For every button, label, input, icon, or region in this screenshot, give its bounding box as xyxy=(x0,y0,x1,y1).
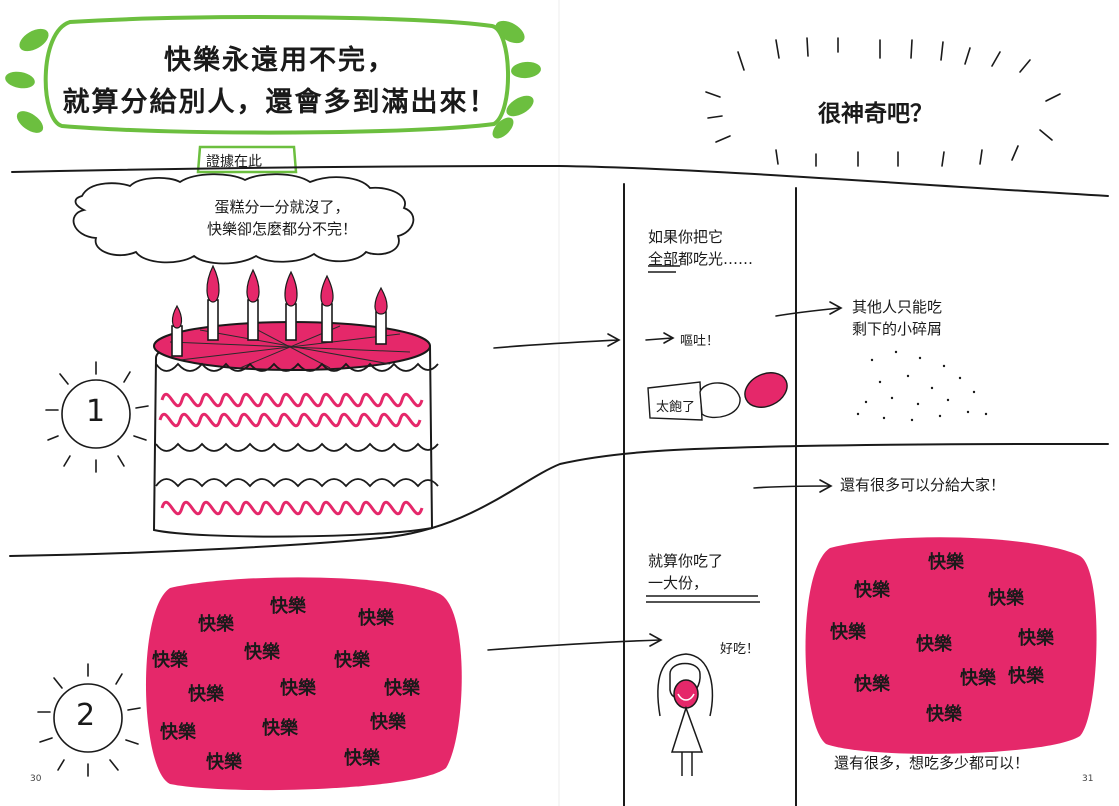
joy-word: 快樂 xyxy=(280,678,316,699)
step-number-1: 1 xyxy=(86,394,106,429)
leaf-decoration xyxy=(5,20,541,139)
joy-word: 快樂 xyxy=(334,650,370,671)
cake-bubble-line-1: 蛋糕分一分就沒了， xyxy=(214,198,350,216)
joy-word: 快樂 xyxy=(152,650,188,671)
joy-word: 快樂 xyxy=(262,718,298,739)
page-number-right: 31 xyxy=(1082,774,1094,784)
step-number-2: 2 xyxy=(76,698,96,733)
joy-word: 快樂 xyxy=(960,668,996,689)
joy-word: 快樂 xyxy=(358,608,394,629)
eat-big-line-2: 一大份， xyxy=(648,574,709,592)
joy-word: 快樂 xyxy=(198,614,234,635)
evidence-tag-box xyxy=(196,145,298,174)
yummy-text: 好吃！ xyxy=(720,642,760,657)
joy-word: 快樂 xyxy=(188,684,224,705)
page-number-left: 30 xyxy=(30,774,42,784)
joy-blob-left xyxy=(145,577,462,791)
joy-word: 快樂 xyxy=(926,704,962,725)
panel-borders xyxy=(9,164,1109,806)
arrows xyxy=(487,301,843,651)
sun-2 xyxy=(37,663,141,777)
amazing-text: 很神奇吧？ xyxy=(818,101,933,127)
crumbs xyxy=(856,350,988,422)
joy-word: 快樂 xyxy=(854,580,890,601)
eat-all-line-2: 全部都吃光…… xyxy=(648,250,754,268)
crumbs-line-1: 其他人只能吃 xyxy=(852,298,943,316)
happy-girl xyxy=(657,653,714,776)
joy-word: 快樂 xyxy=(270,596,306,617)
joy-word: 快樂 xyxy=(384,678,420,699)
too-full-text: 太飽了 xyxy=(656,400,696,415)
joy-word: 快樂 xyxy=(244,642,280,663)
joy-word: 快樂 xyxy=(988,588,1024,609)
underlines xyxy=(646,265,760,603)
joy-word: 快樂 xyxy=(1018,628,1054,649)
joy-word: 快樂 xyxy=(370,712,406,733)
eat-all-line-1: 如果你把它 xyxy=(648,228,724,246)
full-person xyxy=(647,372,788,421)
joy-word: 快樂 xyxy=(160,722,196,743)
joy-word: 快樂 xyxy=(854,674,890,695)
cake-bubble-line-2: 快樂卻怎麼都分不完！ xyxy=(206,220,357,238)
plenty-share-text: 還有很多可以分給大家！ xyxy=(840,476,1006,494)
sun-1 xyxy=(45,361,149,473)
burst-lines xyxy=(705,37,1061,167)
joy-word: 快樂 xyxy=(344,748,380,769)
cake-speech-bubble xyxy=(72,173,415,265)
joy-word: 快樂 xyxy=(830,622,866,643)
cake-drawing xyxy=(152,264,439,538)
vomit-text: 嘔吐！ xyxy=(680,334,720,349)
joy-word: 快樂 xyxy=(928,552,964,573)
title-banner xyxy=(43,15,510,135)
joy-blob-right xyxy=(805,537,1097,754)
eat-big-line-1: 就算你吃了 xyxy=(648,552,724,570)
title-line-2: 就算分給別人，還會多到滿出來！ xyxy=(62,87,498,118)
joy-word: 快樂 xyxy=(1008,666,1044,687)
evidence-tag: 證據在此 xyxy=(206,154,262,170)
crumbs-line-2: 剩下的小碎屑 xyxy=(852,320,943,338)
title-line-1: 快樂永遠用不完， xyxy=(164,45,396,76)
plenty-eat-text: 還有很多，想吃多少都可以！ xyxy=(834,754,1030,772)
joy-word: 快樂 xyxy=(916,634,952,655)
joy-word: 快樂 xyxy=(206,752,242,773)
